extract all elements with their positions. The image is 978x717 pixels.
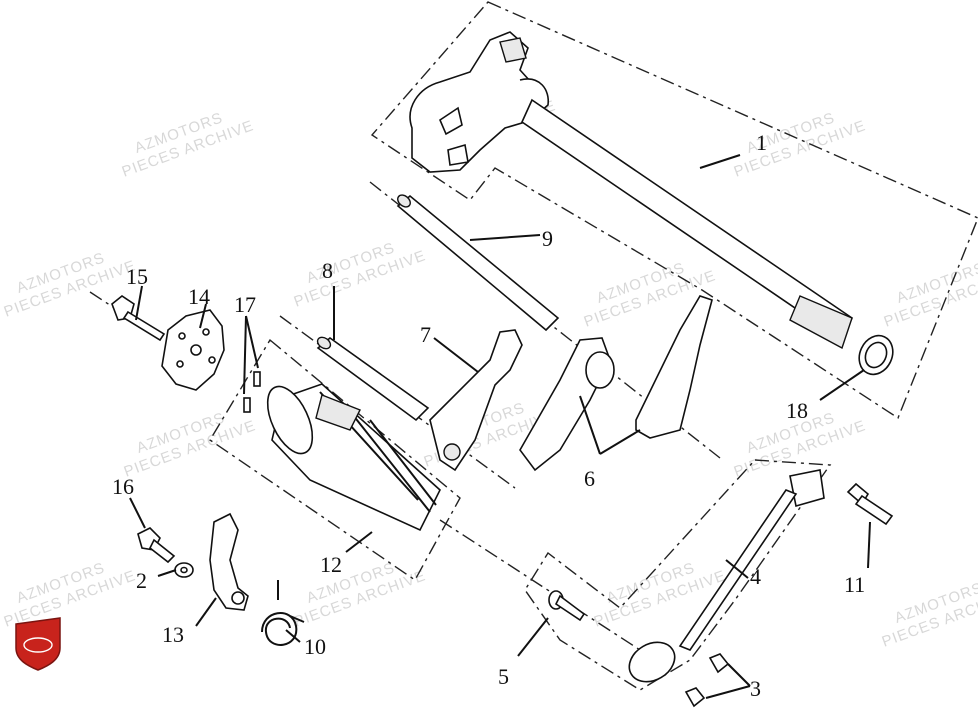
part-12-shift-drum: [266, 383, 441, 532]
part-5-bolt: [548, 590, 586, 622]
part-3-bolts: [684, 653, 730, 708]
callout-7: 7: [420, 322, 431, 347]
part-15-bolt: [111, 295, 166, 342]
watermark: AZMOTORS PIECES ARCHIVE: [292, 239, 428, 310]
callout-5: 5: [498, 664, 509, 689]
callout-11: 11: [844, 572, 865, 597]
callout-3: 3: [750, 676, 761, 701]
callout-10: 10: [304, 634, 326, 659]
part-9-fork-shaft: [396, 194, 560, 332]
part-13-stopper-lever: [209, 512, 249, 611]
part-18-seal: [858, 334, 894, 376]
watermark: AZMOTORS PIECES ARCHIVE: [880, 579, 978, 650]
bolt-axis-line: [89, 291, 161, 339]
part-17-pins: [243, 371, 261, 413]
callout-9: 9: [542, 226, 553, 251]
callout-12: 12: [320, 552, 342, 577]
azmotors-logo: [15, 617, 61, 671]
callout-15: 15: [126, 264, 148, 289]
watermark: AZMOTORS PIECES ARCHIVE: [122, 409, 258, 480]
part-7-shift-fork: [429, 329, 523, 472]
watermark: AZMOTORS PIECES ARCHIVE: [732, 109, 868, 180]
part-11-bolt: [846, 482, 894, 526]
callout-8: 8: [322, 258, 333, 283]
watermark: AZMOTORS PIECES ARCHIVE: [882, 259, 978, 330]
part-14-star-plate: [161, 309, 225, 391]
callout-2: 2: [136, 568, 147, 593]
watermark: AZMOTORS PIECES ARCHIVE: [2, 559, 138, 630]
watermark: AZMOTORS PIECES ARCHIVE: [292, 559, 428, 630]
pedal-axis-line: [439, 519, 641, 651]
callout-18: 18: [786, 398, 808, 423]
callout-4: 4: [750, 564, 761, 589]
callout-17: 17: [234, 292, 256, 317]
callout-1: 1: [756, 130, 767, 155]
part-8-short-shaft: [316, 336, 430, 422]
callout-14: 14: [188, 284, 210, 309]
part-1-gear-shift-shaft: [409, 31, 854, 350]
shift-shaft-group-box: [370, 1, 978, 420]
callout-13: 13: [162, 622, 184, 647]
leader-lines: [129, 154, 871, 699]
part-6-shift-forks: [519, 295, 713, 472]
part-2-washer: [174, 562, 194, 578]
callout-6: 6: [584, 466, 595, 491]
callout-labels: 1 2 3 4 5 6 7 8 9 10 11 12 13 14 15 16 1…: [112, 130, 865, 701]
part-10-spring: [261, 580, 305, 646]
callout-16: 16: [112, 474, 134, 499]
part-16-bolt: [137, 527, 176, 564]
watermark: AZMOTORS PIECES ARCHIVE: [120, 109, 256, 180]
shift-drum-group-box: [209, 338, 461, 582]
